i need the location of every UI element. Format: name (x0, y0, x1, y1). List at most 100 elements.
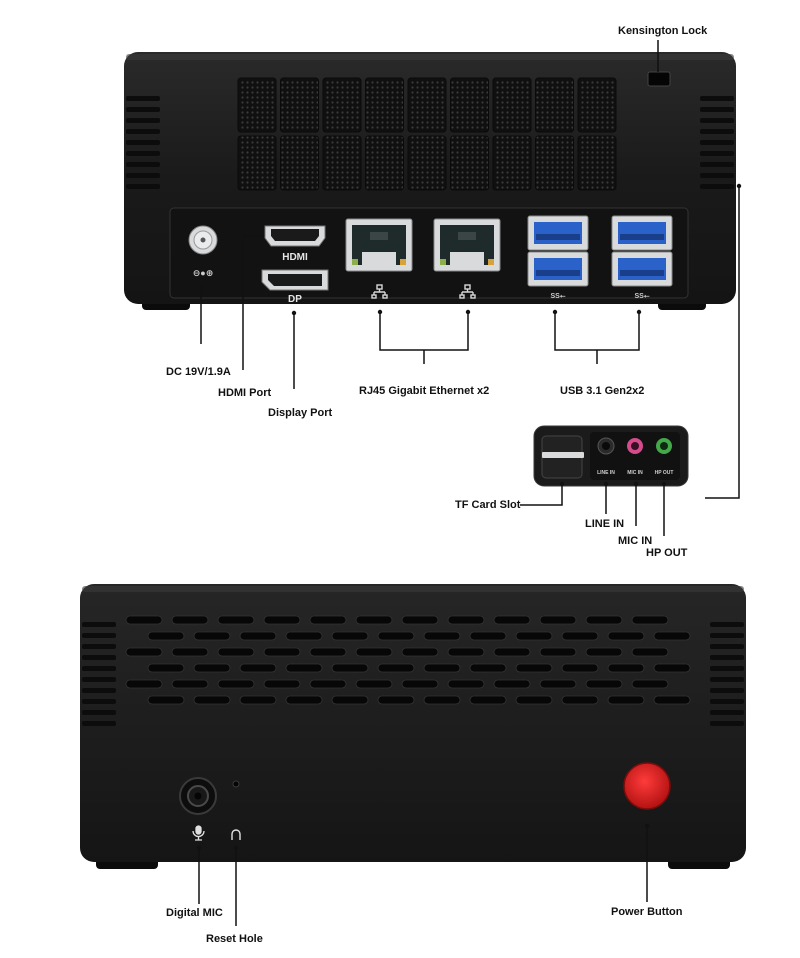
side-fin (82, 677, 116, 682)
line-in-panel-label: LINE IN (597, 470, 615, 476)
mic-in-panel-label: MIC IN (627, 470, 643, 476)
vent-slot (469, 631, 507, 641)
side-fin (710, 644, 744, 649)
side-fin (710, 666, 744, 671)
side-fin (700, 140, 734, 145)
side-fin (700, 151, 734, 156)
hdmi-leader (242, 235, 263, 370)
rj45-port-2 (433, 218, 501, 272)
front-vent-slots (125, 615, 691, 705)
vent-slot (355, 647, 393, 657)
vent-mesh-block (237, 77, 277, 133)
vent-slot (147, 663, 185, 673)
rj45-leader (379, 312, 469, 364)
side-fin (126, 184, 160, 189)
io-panel (169, 207, 689, 299)
vent-slot (171, 647, 209, 657)
vent-slot (423, 631, 461, 641)
vent-slot (331, 631, 369, 641)
callout-power-button: Power Button (611, 906, 683, 918)
vent-mesh-block (280, 77, 319, 133)
vent-slot (377, 663, 415, 673)
rj45-port-1 (345, 218, 413, 272)
callout-mic-in: MIC IN (618, 535, 653, 547)
vent-slot (171, 679, 209, 689)
vent-slot (423, 663, 461, 673)
side-fin (710, 677, 744, 682)
vent-slot (331, 663, 369, 673)
vent-slot (653, 631, 691, 641)
vent-mesh-block (237, 135, 277, 191)
hp-out-panel-label: HP OUT (655, 470, 674, 476)
vent-slot (423, 695, 461, 705)
vent-slot (493, 647, 531, 657)
hp-out-hole (660, 442, 668, 450)
vent-slot (539, 647, 577, 657)
vent-slot (125, 647, 163, 657)
vent-slot (263, 615, 301, 625)
dc-polarity-icon: ⊖●⊕ (193, 268, 214, 278)
vent-slot (171, 615, 209, 625)
front-side-fins (82, 622, 744, 726)
power-button[interactable] (623, 762, 671, 810)
side-io-inset: LINE IN MIC IN HP OUT (533, 425, 689, 487)
mic-icon (192, 825, 205, 841)
side-fins (126, 96, 734, 189)
vent-mesh-block (407, 77, 447, 133)
side-fin (126, 118, 160, 123)
side-fin (82, 633, 116, 638)
hdmi-text: HDMI (282, 252, 308, 263)
vent-mesh-block (535, 77, 574, 133)
vent-slot (309, 647, 347, 657)
network-icon-2 (459, 284, 476, 299)
side-fin (82, 666, 116, 671)
side-fin (710, 721, 744, 726)
vent-slot (217, 647, 255, 657)
vent-slot (309, 679, 347, 689)
side-fin (710, 710, 744, 715)
vent-slot (193, 695, 231, 705)
side-fin (126, 129, 160, 134)
side-fin (710, 699, 744, 704)
vent-slot (515, 663, 553, 673)
vent-mesh-block (492, 135, 532, 191)
callout-digital-mic: Digital MIC (166, 907, 223, 919)
vent-mesh-block (492, 77, 532, 133)
vent-slot (147, 631, 185, 641)
vent-slot (653, 663, 691, 673)
callout-rj45: RJ45 Gigabit Ethernet x2 (359, 385, 490, 397)
side-panel-leader (705, 186, 740, 499)
mic-in-hole (631, 442, 639, 450)
usb-stack-2 (611, 215, 673, 287)
vent-mesh-block (365, 135, 404, 191)
vent-mesh-block (322, 77, 362, 133)
vent-slot (653, 695, 691, 705)
callout-displayport: Display Port (268, 407, 333, 419)
callout-dc: DC 19V/1.9A (166, 366, 231, 378)
vent-slot (401, 615, 439, 625)
vent-slot (607, 695, 645, 705)
vent-slot (515, 631, 553, 641)
vent-slot (193, 663, 231, 673)
vent-slot (147, 695, 185, 705)
side-fin (710, 622, 744, 627)
side-fin (126, 151, 160, 156)
vent-slot (585, 615, 623, 625)
vent-slot (263, 647, 301, 657)
rear-device: ⊖●⊕ HDMI DP (124, 52, 736, 310)
side-fin (126, 107, 160, 112)
front-device (80, 584, 746, 869)
vent-slot (469, 663, 507, 673)
network-icon-1 (371, 284, 388, 299)
vent-slot (401, 647, 439, 657)
vent-slot (469, 695, 507, 705)
vent-mesh-block (450, 77, 489, 133)
vent-slot (239, 695, 277, 705)
chassis-top-edge (126, 54, 734, 60)
usb-leader (554, 312, 640, 364)
hdmi-port-slot (271, 229, 319, 241)
callout-hp-out: HP OUT (646, 547, 688, 559)
side-fin (700, 129, 734, 134)
side-fin (700, 118, 734, 123)
vent-slot (377, 631, 415, 641)
